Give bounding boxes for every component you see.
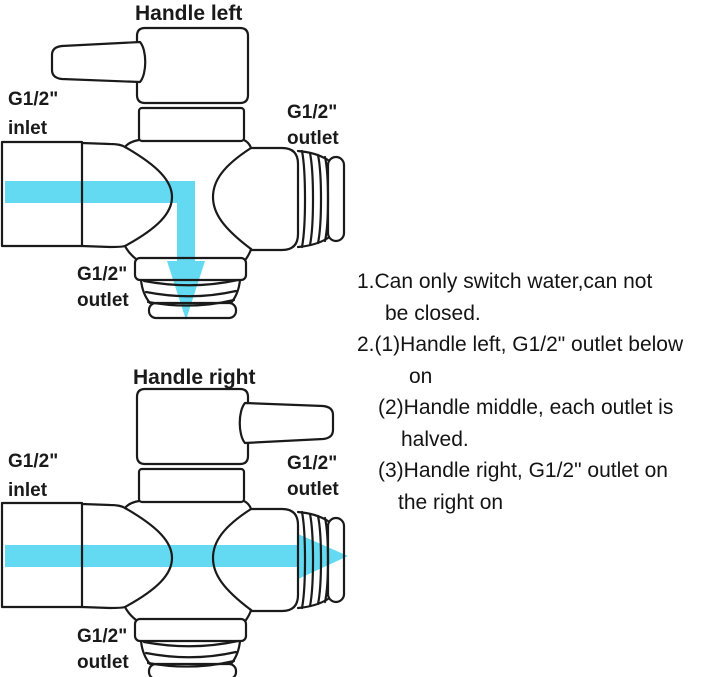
right-outlet-label-bottom: G1/2" outlet [287, 451, 339, 503]
note-line: (3)Handle right, G1/2" outlet on [378, 459, 668, 482]
note-line: be closed. [385, 301, 481, 325]
valve-handle-left [50, 40, 147, 84]
right-outlet-line2: outlet [287, 479, 339, 500]
valve-cap-outline [135, 26, 250, 105]
right-outlet-line2: outlet [287, 128, 339, 149]
bottom-outlet-label-top: G1/2" outlet [77, 262, 129, 314]
right-outlet-line1: G1/2" [287, 102, 338, 123]
note-line: 1.Can only switch water,can not [357, 270, 653, 293]
bottom-outlet-label-bottom: G1/2" outlet [77, 624, 129, 676]
note-line: on [409, 364, 433, 388]
inlet-label-line1: G1/2" [8, 89, 59, 110]
valve-diagram-handle-left [0, 26, 346, 320]
right-outlet-label-top: G1/2" outlet [287, 100, 339, 152]
inlet-label-top: G1/2" inlet [8, 85, 58, 143]
bottom-outlet-line1: G1/2" [77, 626, 128, 647]
bottom-outlet-line2: outlet [77, 290, 129, 311]
note-line: (2)Handle middle, each outlet is [378, 396, 674, 419]
inlet-label-line2: inlet [8, 118, 48, 139]
inlet-label-line2: inlet [8, 480, 48, 501]
note-line: the right on [398, 490, 504, 514]
inlet-label-line1: G1/2" [8, 451, 59, 472]
bottom-outlet-line2: outlet [77, 652, 129, 673]
note-line: halved. [401, 427, 469, 451]
valve-cap-outline [135, 387, 250, 466]
diagram-title-top: Handle left [135, 2, 243, 25]
valve-diagram-handle-right [0, 387, 348, 677]
inlet-label-bottom: G1/2" inlet [8, 447, 58, 505]
note-line: 2.(1)Handle left, G1/2" outlet below [357, 333, 684, 356]
right-outlet-line1: G1/2" [287, 453, 338, 474]
valve-handle-right [238, 401, 335, 445]
instruction-notes: 1.Can only switch water,can not be close… [357, 266, 683, 518]
flow-arrow-right [5, 534, 348, 579]
diagram-title-bottom: Handle right [133, 366, 256, 389]
bottom-outlet-line1: G1/2" [77, 264, 128, 285]
